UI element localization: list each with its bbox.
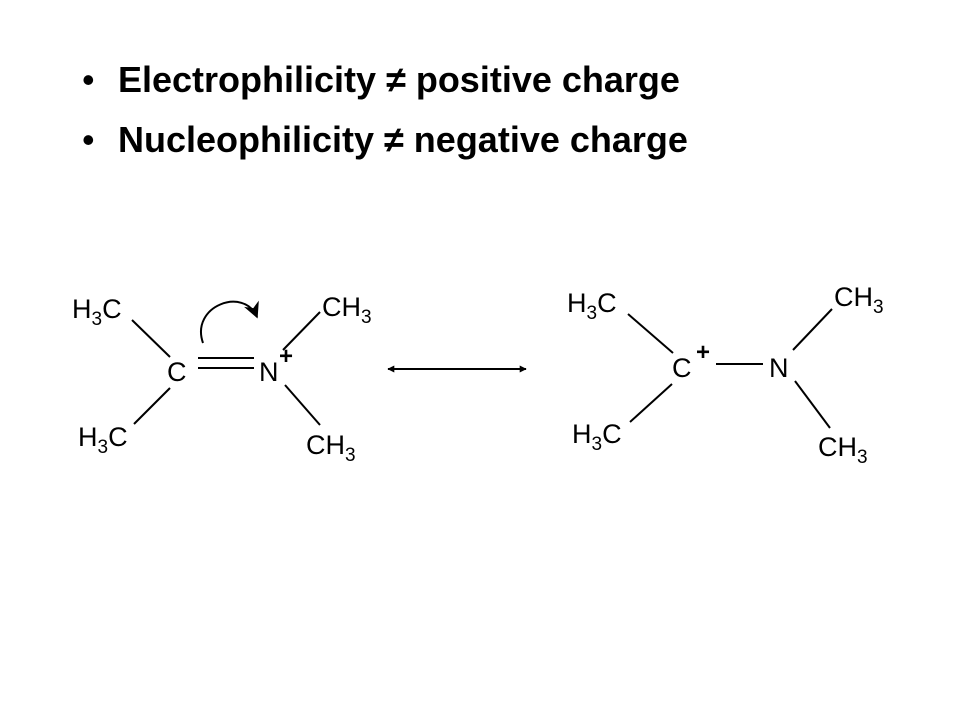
bond-n-ch3-top: [792, 308, 833, 351]
bullet-dot: •: [82, 119, 95, 160]
carbon-atom: C: [167, 357, 187, 387]
h3c-bottom-right-label: H3C: [572, 419, 622, 455]
bond-n-ch3-top: [282, 311, 321, 351]
carbocation-structure: H3C H3C CH3 CH3 C + N: [567, 282, 884, 468]
ch3-top-left-label: CH3: [322, 292, 372, 328]
bond-n-ch3-bottom: [794, 380, 831, 429]
ch3-bottom-left-label: CH3: [306, 430, 356, 466]
bullet-list: • Electrophilicity ≠ positive charge • N…: [82, 50, 688, 170]
bond-c-ch3-bottom: [629, 383, 673, 423]
bullet-text: Electrophilicity ≠ positive charge: [118, 59, 680, 100]
h3c-top-right-label: H3C: [567, 288, 617, 324]
nitrogen-atom: N: [259, 357, 279, 387]
ch3-bottom-right-label: CH3: [818, 432, 868, 468]
bullet-electrophilicity: • Electrophilicity ≠ positive charge: [82, 50, 688, 110]
ch3-top-right-label: CH3: [834, 282, 884, 318]
bond-c-ch3-bottom: [133, 387, 171, 425]
carbon-atom: C: [672, 353, 692, 383]
h3c-top-left-label: H3C: [72, 294, 122, 330]
positive-charge-on-carbon: +: [696, 339, 710, 366]
positive-charge-on-nitrogen: +: [279, 343, 293, 370]
bond-n-ch3-bottom: [284, 384, 321, 426]
curved-electron-arrow: [200, 300, 259, 344]
bullet-text: Nucleophilicity ≠ negative charge: [118, 119, 688, 160]
bond-c-ch3-top: [131, 319, 171, 358]
bullet-nucleophilicity: • Nucleophilicity ≠ negative charge: [82, 110, 688, 170]
bond-c-ch3-top: [627, 313, 674, 354]
h3c-bottom-left-label: H3C: [78, 422, 128, 458]
nitrogen-atom: N: [769, 353, 789, 383]
iminium-structure: H3C H3C CH3 CH3 C N +: [72, 292, 372, 466]
bullet-dot: •: [82, 59, 95, 100]
